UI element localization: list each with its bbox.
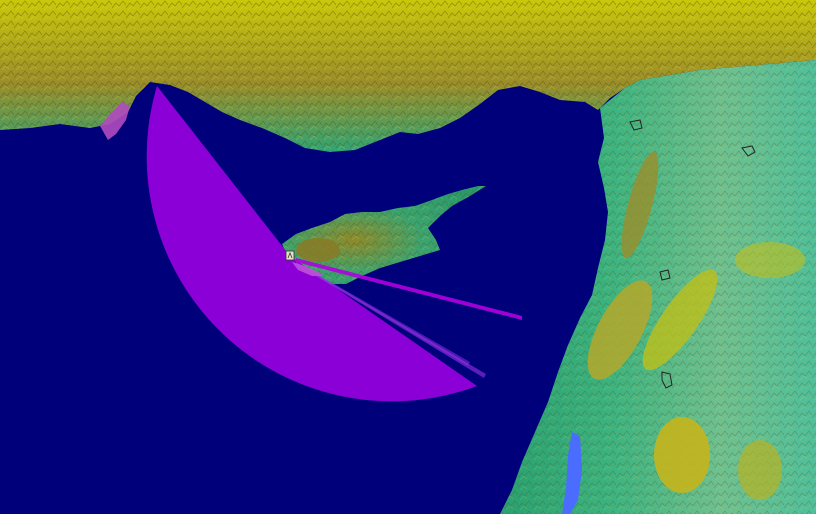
coverage-coastal-spill-cyprus	[292, 262, 325, 276]
lake-dead-sea	[562, 432, 582, 514]
mountain-range-lebanon	[587, 280, 653, 380]
radar-site-icon	[287, 251, 293, 259]
eastern-relief	[500, 60, 816, 514]
plateau-south	[654, 417, 710, 493]
coverage-beam-1	[296, 258, 522, 320]
highland-east	[735, 242, 805, 278]
inland-border-outline-4	[629, 119, 643, 131]
inland-border-outline-1	[741, 145, 756, 157]
mountain-range-anti-lebanon	[642, 269, 718, 371]
coverage-beam-3	[296, 262, 470, 366]
northern-relief	[0, 0, 816, 152]
coverage-coastal-spill-north	[100, 102, 130, 140]
cyprus-troodos-mountains	[296, 238, 340, 262]
cyprus-relief	[282, 186, 486, 284]
inland-border-outline-3	[661, 371, 673, 389]
inland-border-outline-2	[659, 269, 671, 281]
radar-coverage-sector[interactable]	[146, 86, 477, 402]
plateau-southeast	[738, 440, 782, 500]
mountain-range-coastal	[621, 151, 659, 259]
radar-site-marker[interactable]	[285, 250, 295, 261]
